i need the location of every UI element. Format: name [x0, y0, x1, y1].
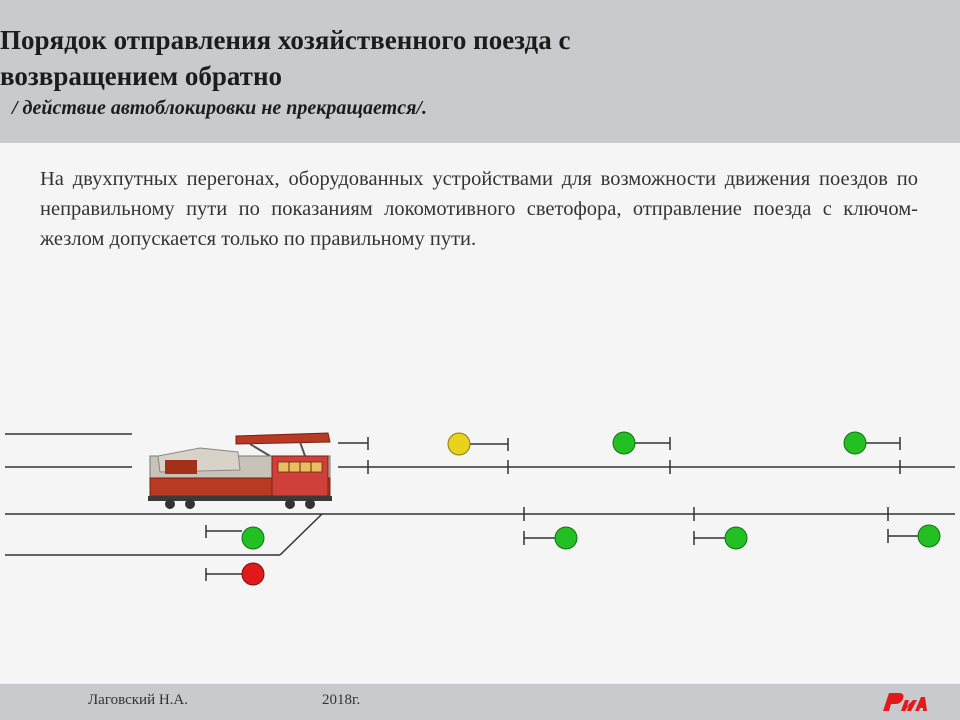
page-subtitle: / действие автоблокировки не прекращаетс…	[12, 97, 427, 119]
rzd-logo-icon	[883, 693, 927, 711]
signal-lamp-green	[241, 526, 265, 550]
rule-paragraph: На двухпутных перегонах, оборудованных у…	[40, 168, 918, 250]
signal-lamp-green	[554, 526, 578, 550]
header-bar	[0, 0, 960, 143]
signal-upper-green-2	[843, 431, 901, 455]
track-scheme	[5, 431, 955, 586]
title-line-1: Порядок отправления хозяйственного поезд…	[0, 25, 571, 55]
content-area	[0, 143, 960, 683]
signal-lamp-green	[843, 431, 867, 455]
signal-lower-green-3	[887, 524, 941, 548]
signal-lamp-green	[917, 524, 941, 548]
signal-upper-yellow	[447, 432, 509, 456]
footer-year: 2018г.	[322, 692, 361, 708]
title-line-2: возвращением обратно	[0, 61, 282, 91]
signal-lamp-red	[241, 562, 265, 586]
signal-station-green	[205, 525, 265, 550]
signal-lamp-yellow	[447, 432, 471, 456]
exit-signal-upper	[338, 437, 369, 450]
work-train-icon	[148, 432, 332, 509]
signal-lower-green-1	[523, 526, 578, 550]
signal-lower-green-2	[693, 526, 748, 550]
author-name: Лаговский Н.А.	[88, 692, 189, 708]
signal-station-red	[205, 562, 265, 586]
signal-lamp-green	[612, 431, 636, 455]
signal-lamp-green	[724, 526, 748, 550]
page-title: Порядок отправления хозяйственного поезд…	[0, 22, 960, 94]
signal-upper-green-1	[612, 431, 671, 455]
footer-bar	[0, 684, 960, 720]
switch-track	[279, 513, 323, 556]
